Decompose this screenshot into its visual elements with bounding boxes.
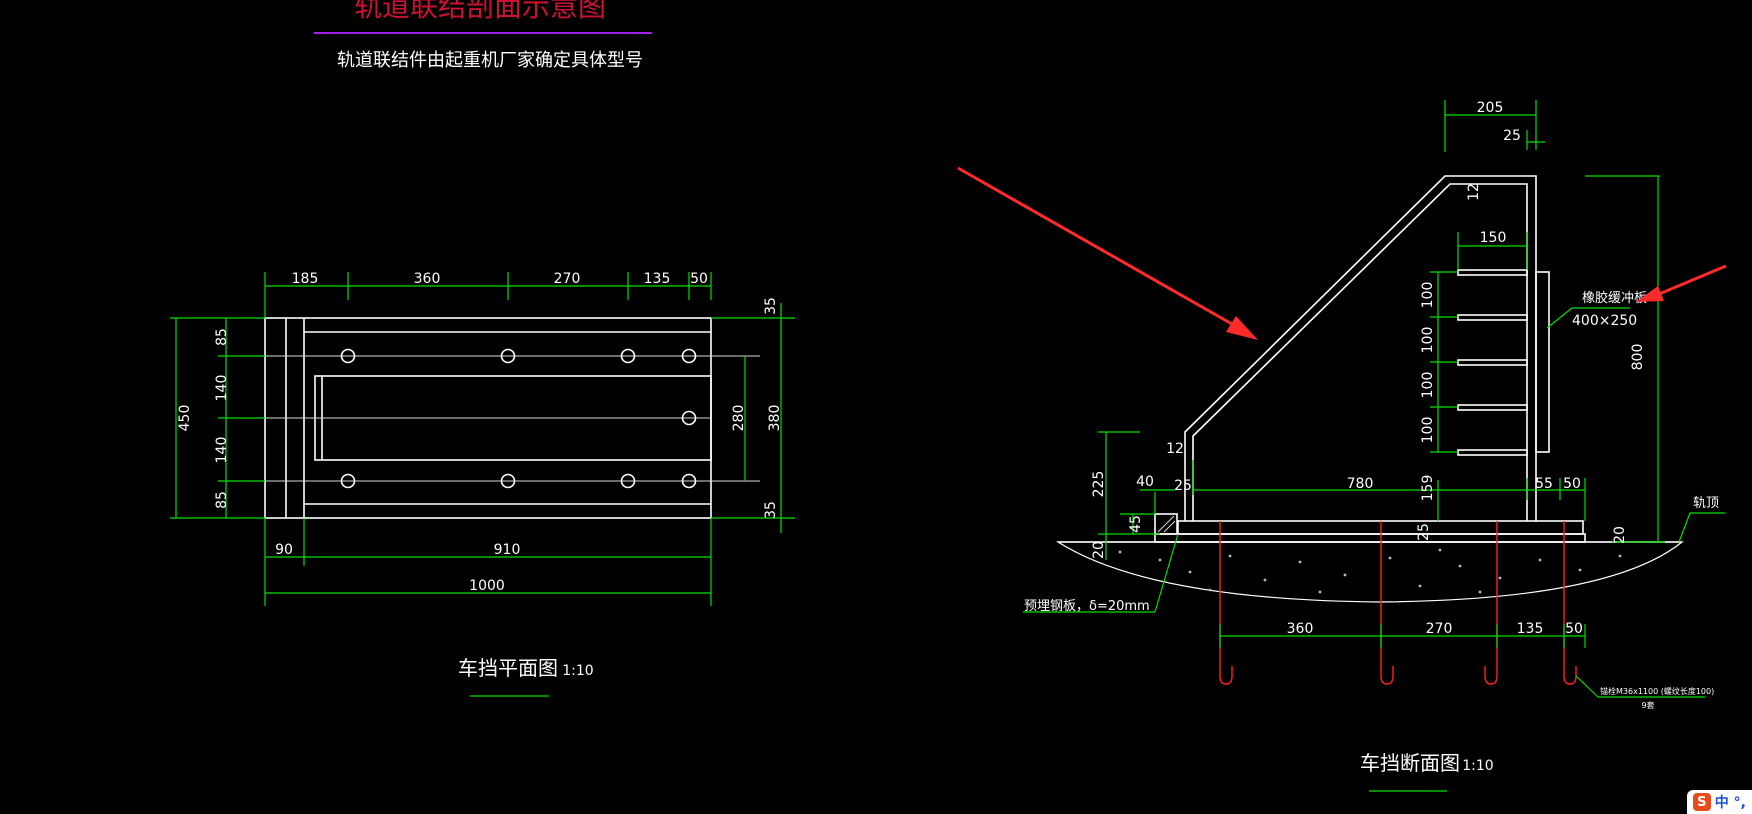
section-rib-dim-4: 100 bbox=[1420, 417, 1436, 444]
section-dim-12-top: 12 bbox=[1466, 183, 1482, 201]
section-dim-159: 159 bbox=[1420, 475, 1436, 502]
plan-dim-right-3: 380 bbox=[767, 405, 783, 432]
plan-dim-top-5: 50 bbox=[690, 271, 708, 287]
section-dim-bottom-4: 50 bbox=[1565, 621, 1583, 637]
plan-view: 185 360 270 135 50 450 85 140 140 85 bbox=[170, 271, 795, 697]
embedded-plate-label: 预埋钢板，δ=20mm bbox=[1024, 599, 1150, 614]
plan-dim-left-2: 140 bbox=[214, 375, 230, 402]
section-dim-225: 225 bbox=[1091, 471, 1107, 498]
plan-dim-top-1: 185 bbox=[292, 271, 319, 287]
arrow-head-1 bbox=[1226, 316, 1258, 340]
plan-dim-right-2: 280 bbox=[731, 405, 747, 432]
section-rib-dim-1: 100 bbox=[1420, 282, 1436, 309]
plan-dim-bottom-2: 910 bbox=[494, 542, 521, 558]
plan-dim-top-2: 360 bbox=[414, 271, 441, 287]
plan-dim-bottom-1: 90 bbox=[275, 542, 293, 558]
section-dim-20-right: 20 bbox=[1612, 526, 1628, 544]
plan-view-scale: 1:10 bbox=[562, 663, 593, 679]
plan-dim-right-4: 35 bbox=[763, 501, 779, 519]
section-dim-20-left: 20 bbox=[1091, 541, 1107, 559]
concrete-foundation bbox=[1055, 541, 1684, 603]
note-text: 轨道联结件由起重机厂家确定具体型号 bbox=[337, 50, 643, 71]
section-dim-bottom-2: 270 bbox=[1426, 621, 1453, 637]
rubber-buffer-plate bbox=[1535, 271, 1550, 453]
anchor-bolt-count: 9套 bbox=[1641, 700, 1654, 710]
section-dim-12-left: 12 bbox=[1166, 441, 1184, 457]
section-dim-bottom-1: 360 bbox=[1287, 621, 1314, 637]
rail-top-label: 轨顶 bbox=[1693, 496, 1719, 511]
sogou-ime-icon[interactable]: S bbox=[1692, 793, 1711, 811]
plan-dim-left-1: 85 bbox=[214, 328, 230, 346]
section-dim-55: 55 bbox=[1535, 476, 1553, 492]
anchor-bolts bbox=[1219, 521, 1577, 685]
plan-dim-top-3: 270 bbox=[554, 271, 581, 287]
plan-bolt-holes bbox=[340, 348, 697, 489]
section-dim-800: 800 bbox=[1630, 344, 1646, 371]
section-dim-25-top: 25 bbox=[1503, 128, 1521, 144]
section-dim-40: 40 bbox=[1136, 474, 1154, 490]
section-dim-25-base: 25 bbox=[1416, 523, 1432, 541]
stopper-body bbox=[1184, 175, 1537, 521]
ime-toolbar[interactable]: S 中 °, bbox=[1686, 790, 1752, 814]
plan-dim-left-4: 85 bbox=[214, 491, 230, 509]
plan-dim-bottom-total: 1000 bbox=[469, 578, 505, 594]
rubber-buffer-size: 400×250 bbox=[1572, 313, 1637, 329]
ime-mode-text[interactable]: 中 °, bbox=[1714, 795, 1746, 811]
main-title: 轨道联结剖面示意图 bbox=[354, 0, 606, 23]
annotation-arrows bbox=[957, 166, 1727, 340]
section-dim-bottom-3: 135 bbox=[1517, 621, 1544, 637]
plan-dim-left-total: 450 bbox=[177, 405, 193, 432]
section-rib-dim-2: 100 bbox=[1420, 327, 1436, 354]
concrete-hatching bbox=[1118, 548, 1622, 594]
section-view-scale: 1:10 bbox=[1462, 758, 1493, 774]
section-dim-45: 45 bbox=[1128, 515, 1144, 533]
stopper-ribs bbox=[1457, 269, 1528, 456]
plan-dim-top-4: 135 bbox=[644, 271, 671, 287]
anchor-bolt-label: 锚栓M36x1100 (螺纹长度100) bbox=[1600, 686, 1714, 696]
arrow-head-2 bbox=[1636, 286, 1664, 302]
section-dim-50-base: 50 bbox=[1563, 476, 1581, 492]
section-dim-25-left: 25 bbox=[1174, 478, 1192, 494]
section-dim-150: 150 bbox=[1480, 230, 1507, 246]
plan-dim-left-3: 140 bbox=[214, 437, 230, 464]
plan-dim-right-1: 35 bbox=[763, 297, 779, 315]
section-dim-205: 205 bbox=[1477, 100, 1504, 116]
section-dim-780: 780 bbox=[1347, 476, 1374, 492]
plan-view-title: 车挡平面图 bbox=[458, 656, 558, 680]
rubber-buffer-label: 橡胶缓冲板 bbox=[1582, 290, 1647, 306]
section-view-title: 车挡断面图 bbox=[1360, 751, 1460, 775]
section-rib-dim-3: 100 bbox=[1420, 372, 1436, 399]
section-view: 205 25 12 150 100 100 100 100 800 20 橡胶缓… bbox=[1023, 100, 1725, 792]
